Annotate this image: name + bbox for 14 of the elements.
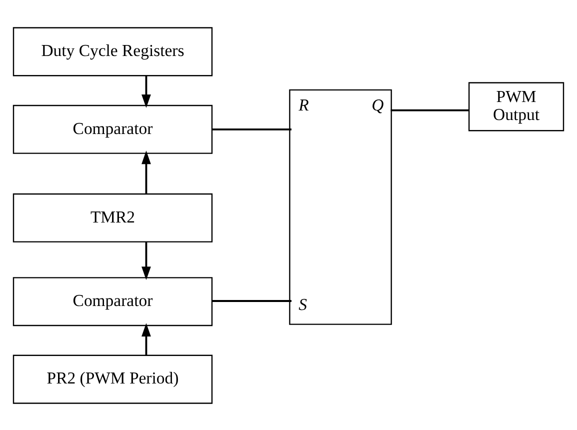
connector: [390, 108, 469, 111]
node-box: Comparator: [12, 276, 213, 326]
node-box: PR2 (PWM Period): [12, 354, 213, 404]
arrow: [142, 75, 151, 108]
node-box: Duty Cycle Registers: [12, 26, 213, 76]
connector: [212, 300, 292, 302]
node-box: R Q S: [289, 88, 392, 324]
arrow: [142, 322, 151, 355]
node-box: Comparator: [12, 104, 213, 154]
arrow: [142, 242, 151, 280]
node-box: TMR2: [12, 192, 213, 242]
node-box: PWM Output: [468, 82, 564, 131]
arrow: [142, 150, 151, 194]
connector: [212, 128, 292, 130]
